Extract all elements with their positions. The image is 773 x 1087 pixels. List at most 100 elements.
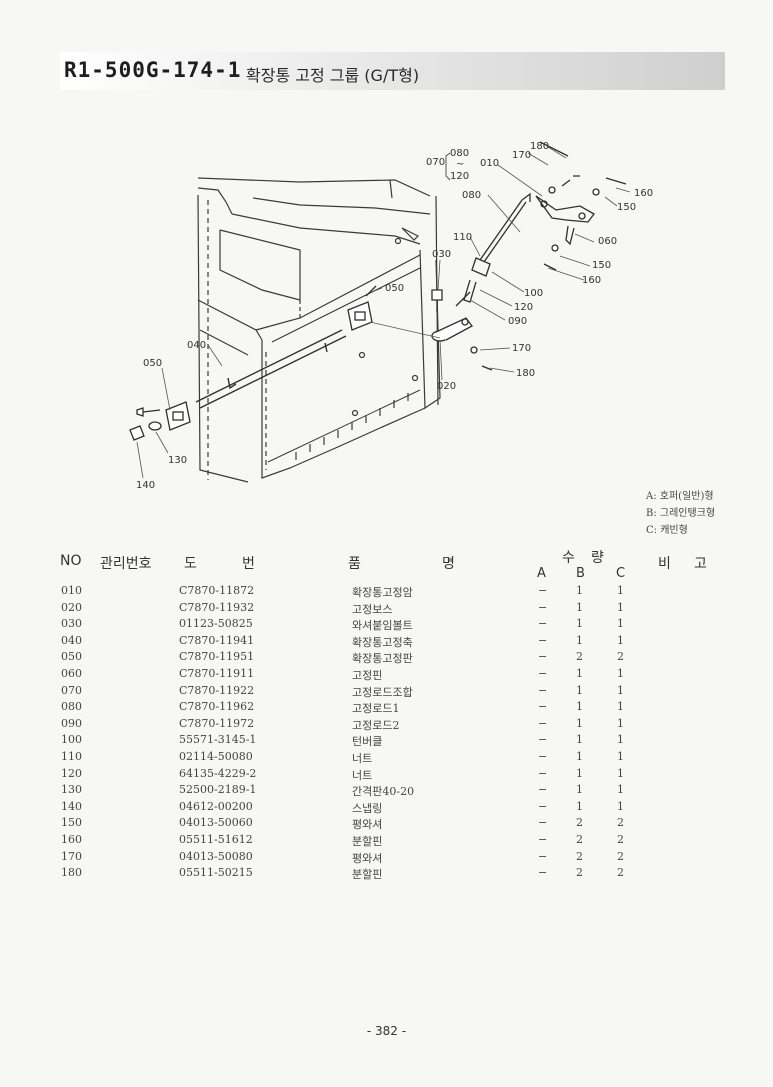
row-qty-a: −	[538, 849, 548, 863]
row-qty-c: 1	[617, 766, 624, 780]
row-qty-a: −	[538, 700, 548, 714]
row-part-name: 확장통고정축	[352, 635, 413, 649]
row-qty-b: 1	[576, 799, 583, 813]
header-remarks-part-2: 고	[694, 556, 707, 572]
row-drawing-number: 64135-4229-2	[179, 766, 257, 780]
row-no: 020	[61, 600, 82, 614]
row-qty-b: 1	[576, 683, 583, 697]
row-qty-c: 1	[617, 617, 624, 631]
row-qty-a: −	[538, 617, 548, 631]
row-part-name: 고정보스	[352, 602, 393, 616]
part-group-name: 확장통 고정 그룹 (G/T형)	[246, 66, 420, 85]
row-qty-a: −	[538, 733, 548, 747]
row-qty-b: 1	[576, 783, 583, 797]
row-qty-c: 1	[617, 683, 624, 697]
row-part-name: 확장통고정판	[352, 652, 413, 666]
callout-150-lower: 150	[592, 260, 611, 271]
row-qty-b: 2	[576, 816, 583, 830]
model-type-legend: A: 호퍼(일반)형 B: 그레인탱크형 C: 캐빈형	[646, 488, 715, 539]
callout-030: 030	[432, 249, 451, 260]
callout-020: 020	[437, 381, 456, 392]
header-part-name-part-1: 품	[348, 556, 361, 572]
row-drawing-number: C7870-11941	[179, 633, 255, 647]
row-part-name: 고정핀	[352, 669, 383, 682]
row-qty-b: 1	[576, 733, 583, 747]
callout-060: 060	[598, 236, 617, 247]
row-qty-a: −	[538, 600, 548, 614]
row-qty-c: 1	[617, 667, 624, 680]
row-qty-a: −	[538, 633, 548, 647]
row-qty-b: 1	[576, 716, 583, 730]
header-quantity-part-2: 량	[591, 550, 604, 566]
row-part-name: 고정로드1	[352, 702, 400, 716]
row-qty-a: −	[538, 750, 548, 763]
row-drawing-number: C7870-11922	[179, 683, 255, 697]
row-qty-a: −	[538, 584, 548, 597]
callout-050: 050	[385, 283, 404, 294]
row-qty-b: 1	[576, 667, 583, 680]
header-quantity-part-1: 수	[562, 550, 575, 566]
callout-120-range-end: 120	[450, 171, 469, 182]
row-drawing-number: 05511-50215	[179, 866, 253, 880]
page-number: - 382 -	[366, 1024, 407, 1038]
row-drawing-number: 04013-50060	[179, 816, 253, 830]
legend-item-a: A: 호퍼(일반)형	[646, 491, 714, 502]
callout-120: 120	[514, 302, 533, 313]
row-qty-c: 2	[617, 849, 624, 863]
header-management-number: 관리번호	[100, 556, 152, 572]
row-drawing-number: 04013-50080	[179, 849, 253, 863]
row-qty-b: 2	[576, 866, 583, 880]
row-part-name: 분할핀	[352, 868, 383, 882]
row-qty-a: −	[538, 683, 548, 697]
callout-110: 110	[453, 232, 472, 243]
row-no: 180	[61, 866, 82, 880]
row-qty-a: −	[538, 783, 548, 797]
row-drawing-number: C7870-11951	[179, 650, 255, 664]
callout-010: 010	[480, 158, 499, 169]
header-col-b: B	[576, 566, 585, 581]
row-no: 140	[61, 799, 82, 813]
row-no: 110	[61, 750, 82, 763]
row-qty-a: −	[538, 650, 548, 664]
row-qty-b: 2	[576, 833, 583, 846]
bolt-and-boss-drawing	[431, 289, 473, 342]
row-no: 040	[61, 633, 82, 647]
row-qty-a: −	[538, 716, 548, 730]
header-col-c: C	[616, 566, 626, 581]
callout-160: 160	[634, 188, 653, 199]
callout-080-range-start: 080	[450, 148, 469, 159]
hopper-body-drawing	[197, 177, 441, 483]
row-qty-c: 1	[617, 584, 624, 597]
row-qty-c: 1	[617, 700, 624, 714]
row-no: 160	[61, 833, 82, 846]
row-part-name: 분할핀	[352, 835, 383, 848]
row-part-name: 고정로드2	[352, 718, 400, 732]
row-qty-c: 1	[617, 783, 624, 797]
row-qty-a: −	[538, 816, 548, 830]
row-qty-a: −	[538, 766, 548, 780]
range-bracket	[445, 152, 451, 181]
row-qty-c: 1	[617, 750, 624, 763]
row-part-name: 스냅링	[352, 801, 383, 815]
row-no: 170	[61, 849, 82, 863]
row-qty-a: −	[538, 866, 548, 880]
row-qty-c: 1	[617, 799, 624, 813]
row-qty-b: 1	[576, 750, 583, 763]
row-no: 070	[61, 683, 82, 697]
spacer-and-snapring-drawing	[129, 421, 162, 441]
callout-050-left: 050	[143, 358, 162, 369]
callout-090: 090	[508, 316, 527, 327]
row-qty-b: 2	[576, 650, 583, 664]
row-qty-b: 1	[576, 766, 583, 780]
row-qty-a: −	[538, 833, 548, 846]
row-drawing-number: 05511-51612	[179, 833, 253, 846]
callout-070: 070	[426, 157, 445, 168]
row-qty-b: 1	[576, 617, 583, 631]
row-part-name: 와셔붙임볼트	[352, 619, 413, 633]
row-part-name: 평와셔	[352, 818, 383, 832]
title-bar	[60, 52, 725, 90]
row-no: 030	[61, 617, 82, 631]
row-part-name: 고정로드조합	[352, 685, 413, 699]
row-no: 060	[61, 667, 82, 680]
